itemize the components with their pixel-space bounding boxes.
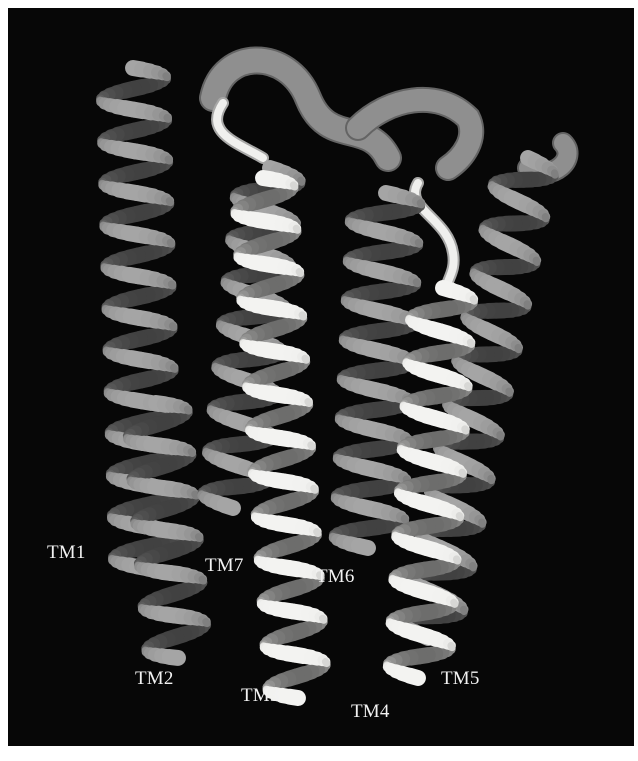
label-tm7: TM7 bbox=[205, 555, 244, 577]
label-tm3: TM3 bbox=[241, 685, 280, 707]
transmembrane-helices-drawing bbox=[8, 8, 634, 746]
helix-tm2 bbox=[124, 400, 210, 660]
label-tm2: TM2 bbox=[135, 668, 174, 690]
label-tm4: TM4 bbox=[351, 701, 390, 723]
label-tm5: TM5 bbox=[441, 668, 480, 690]
helix-bundle-figure: TM1 TM2 TM3 TM4 TM5 TM6 TM7 bbox=[8, 8, 634, 746]
label-tm1: TM1 bbox=[47, 542, 86, 564]
label-tm6: TM6 bbox=[316, 566, 355, 588]
